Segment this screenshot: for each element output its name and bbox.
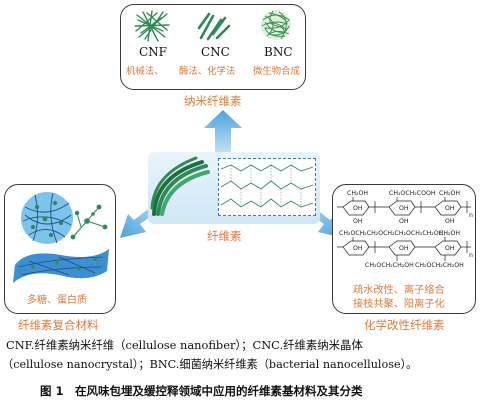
cellulose-label: 纤维素 (207, 229, 242, 243)
caption-line-1: CNF.纤维素纳米纤维（cellulose nanofiber）；CNC.纤维素… (6, 338, 363, 352)
cellulose-fiber-bundle-icon (150, 156, 210, 216)
cellulose-center (148, 152, 320, 224)
chem-r7: CH₂OCH₂CH₂OH (415, 262, 464, 269)
chem-oh-5: OH (399, 218, 409, 225)
chem-oh-9: OH (445, 245, 455, 252)
chem-r3: CH₂OH (439, 190, 460, 197)
chem-oh-7: OH (353, 245, 363, 252)
cnf-label: CNF (139, 45, 168, 59)
composite-panel: 多糖、蛋白质 (4, 184, 116, 314)
chem-oh-4: OH (353, 218, 363, 225)
caption-line-2: （cellulose nanocrystal）；BNC.细菌纳米纤维素（bact… (2, 358, 418, 371)
chem-oh-8: OH (399, 245, 409, 252)
chem-oh-1: OH (353, 205, 363, 212)
cnc-label: CNC (201, 45, 230, 59)
chem-r4: CH₂OCH₂CH₂OCH₂CH₂OCH₂CH₂OH (339, 230, 444, 237)
cnc-illustration (197, 12, 231, 41)
polysaccharide-protein-label: 多糖、蛋白质 (27, 295, 87, 306)
chemical-structure-diagram: CH₂OH CH₂OCH₂COOH CH₂OH OH OH OH OH OH O… (337, 190, 473, 269)
branch-molecule-icon (70, 204, 108, 240)
composite-sphere-illustration (21, 192, 73, 244)
chem-r6: CH₂OCH₂CH₂OH (365, 262, 414, 269)
chem-oh-3: OH (445, 205, 455, 212)
modified-panel: CH₂OH CH₂OCH₂COOH CH₂OH OH OH OH OH OH O… (332, 184, 476, 314)
chem-r2: CH₂OCH₂COOH (389, 190, 436, 197)
nanocellulose-panel: CNF CNC BNC 机械法、 酶法、化学法 微生物合成 (120, 4, 306, 90)
cnc-method: 酶法、化学法 (179, 66, 236, 77)
bnc-illustration (261, 10, 291, 40)
chem-r1: CH₂OH (347, 190, 368, 197)
modification-line-2: 接枝共聚、阳离子化 (353, 299, 445, 310)
cnf-illustration (134, 10, 170, 42)
cellulose-molecular-network (218, 158, 316, 216)
bnc-label: BNC (264, 45, 293, 59)
modification-line-1: 疏水改性、离子络合 (353, 285, 445, 296)
composite-film-illustration (13, 249, 109, 283)
modified-title: 化学改性纤维素 (364, 318, 445, 332)
bnc-method: 微生物合成 (253, 66, 300, 77)
arrow-up (204, 110, 242, 152)
nanocellulose-title: 纳米纤维素 (184, 94, 242, 108)
composite-title: 纤维素复合材料 (18, 318, 99, 332)
chem-n-2: n (469, 252, 473, 259)
chem-r5: CH₂OH (439, 230, 460, 237)
chem-oh-6: OH (445, 218, 455, 225)
figure-caption: 图 1 在风味包埋及缓控释领域中应用的纤维素基材料及其分类 (40, 384, 363, 398)
cnf-method: 机械法、 (126, 66, 164, 77)
chem-n-1: n (469, 212, 473, 219)
chem-oh-2: OH (399, 205, 409, 212)
